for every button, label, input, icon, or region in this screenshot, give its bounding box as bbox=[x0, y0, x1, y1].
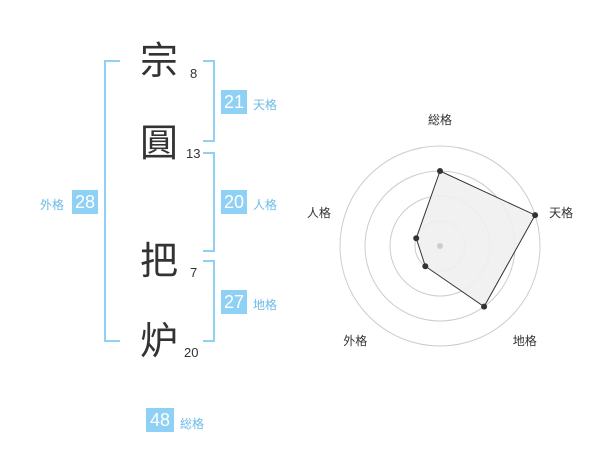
name-char-1: 宗 bbox=[140, 39, 179, 83]
radar-point-0 bbox=[437, 168, 443, 174]
gaikaku-bracket bbox=[104, 60, 120, 342]
gaikaku-label: 外格 bbox=[40, 198, 65, 212]
name-char-4: 炉 bbox=[140, 319, 179, 363]
tenkaku-label: 天格 bbox=[253, 98, 278, 112]
radar-axis-label-2: 地格 bbox=[513, 333, 537, 348]
jinkaku-bracket bbox=[203, 152, 215, 252]
radar-grid-ring bbox=[339, 145, 541, 347]
name-char-3: 把 bbox=[140, 239, 179, 283]
radar-axis-label-0: 総格 bbox=[428, 112, 452, 127]
tenkaku-bracket bbox=[203, 60, 215, 142]
stroke-count-1: 8 bbox=[190, 66, 198, 81]
chikaku-label: 地格 bbox=[253, 298, 278, 312]
stroke-count-2: 13 bbox=[186, 146, 201, 161]
gaikaku-value: 28 bbox=[72, 190, 98, 214]
tenkaku-value: 21 bbox=[221, 90, 247, 114]
radar-axis-label-3: 外格 bbox=[343, 333, 367, 348]
radar-axis-label-4: 人格 bbox=[307, 205, 331, 220]
radar-point-2 bbox=[481, 303, 488, 310]
radar-point-3 bbox=[422, 263, 429, 270]
radar-axis-label-1: 天格 bbox=[549, 205, 573, 220]
chikaku-value: 27 bbox=[221, 290, 247, 314]
jinkaku-label: 人格 bbox=[253, 198, 278, 212]
radar-center-dot bbox=[437, 243, 443, 249]
name-char-2: 圓 bbox=[140, 121, 179, 165]
radar-point-1 bbox=[532, 212, 539, 219]
stroke-count-4: 20 bbox=[184, 345, 199, 360]
soukaku-value: 48 bbox=[146, 408, 174, 432]
soukaku-label: 総格 bbox=[180, 417, 205, 431]
jinkaku-value: 20 bbox=[221, 190, 247, 214]
radar-data-polygon bbox=[415, 170, 536, 308]
stroke-count-3: 7 bbox=[190, 265, 198, 280]
radar-point-4 bbox=[413, 235, 420, 242]
chikaku-bracket bbox=[203, 260, 215, 342]
